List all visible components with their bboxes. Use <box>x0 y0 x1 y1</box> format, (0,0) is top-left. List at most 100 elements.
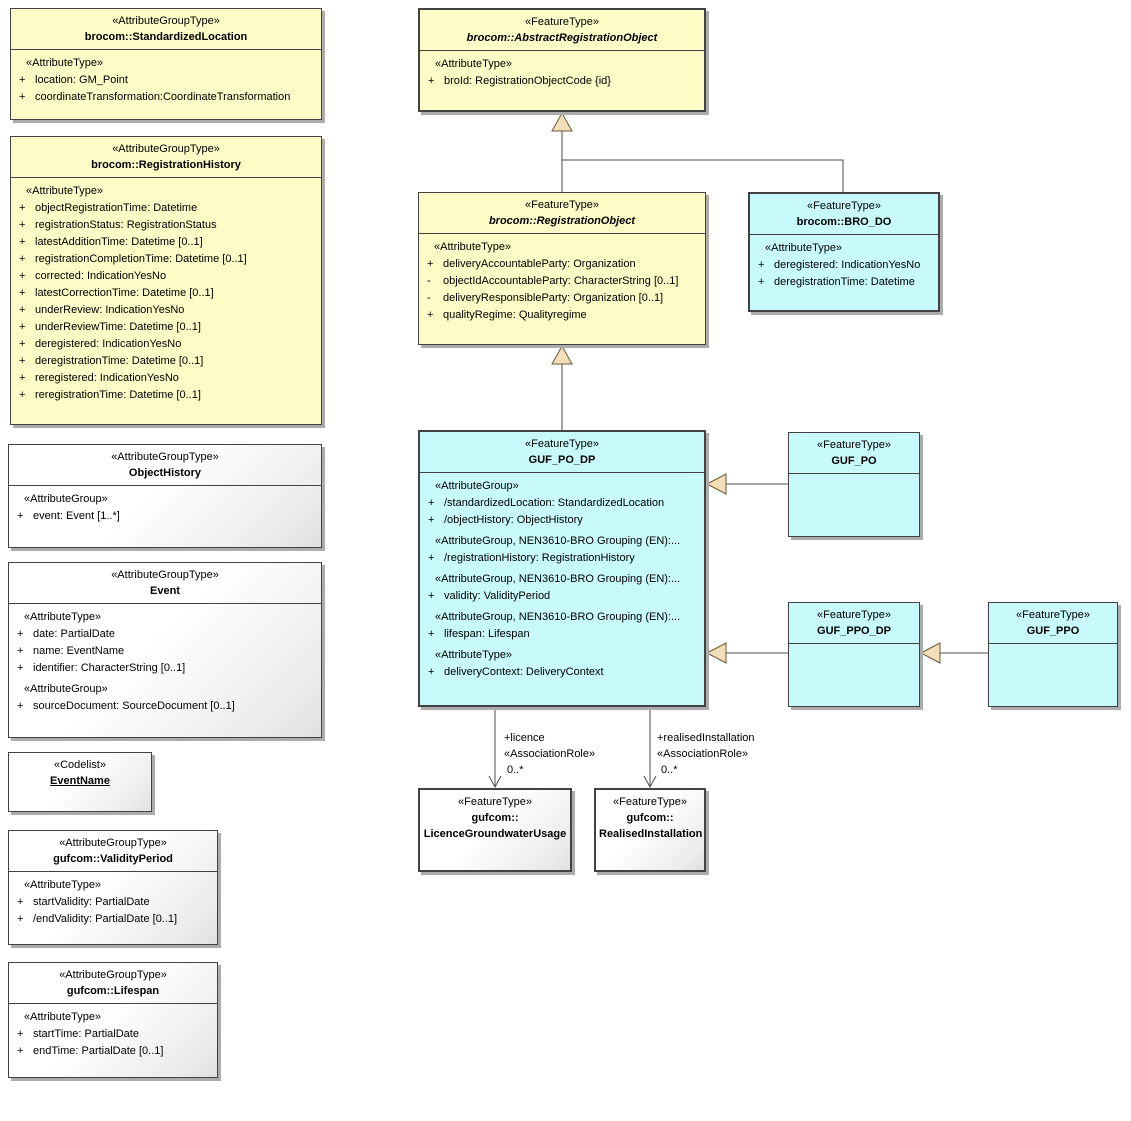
visibility-marker: + <box>19 91 26 103</box>
visibility-marker: + <box>17 662 24 674</box>
registration-object-class-box[interactable]: «FeatureType»brocom::RegistrationObject«… <box>418 192 706 345</box>
generalization-line-to-abstract-registration-object[interactable] <box>561 131 844 192</box>
attribute-row: -objectIdAccountableParty: CharacterStri… <box>422 273 702 290</box>
abstract-registration-object-class-box[interactable]: «FeatureType»brocom::AbstractRegistratio… <box>418 8 706 112</box>
stereotype-label: «FeatureType» <box>525 199 599 211</box>
attribute-text: location: GM_Point <box>35 74 128 86</box>
attribute-text: latestCorrectionTime: Datetime [0..1] <box>35 287 214 299</box>
guf-ppo-dp-class-box[interactable]: «FeatureType»GUF_PPO_DP <box>788 602 920 707</box>
attribute-text: objectIdAccountableParty: CharacterStrin… <box>443 275 679 287</box>
section-stereotype-label: «AttributeType» <box>435 58 513 70</box>
attribute-text: registrationStatus: RegistrationStatus <box>35 219 217 231</box>
attribute-row: +qualityRegime: Qualityregime <box>422 307 702 324</box>
guf-po-dp-class-box[interactable]: «FeatureType»GUF_PO_DP «AttributeGroup»+/… <box>418 430 706 707</box>
attribute-section: «AttributeType»+location: GM_Point+coord… <box>14 55 318 106</box>
attribute-text: deregistered: IndicationYesNo <box>774 259 921 271</box>
attribute-row: +corrected: IndicationYesNo <box>14 268 318 285</box>
attribute-row: + startValidity: PartialDate <box>12 894 214 911</box>
class-name: LicenceGroundwaterUsage <box>423 828 567 840</box>
visibility-marker: + <box>19 270 26 282</box>
attribute-section: «AttributeGroup»+event: Event [1..*] <box>12 491 318 525</box>
standardized-location-class-box[interactable]: «AttributeGroupType»brocom::Standardized… <box>10 8 322 120</box>
generalization-arrowhead-gufppodp <box>919 642 941 664</box>
section-stereotype-label: «AttributeType» <box>26 185 104 197</box>
attribute-row: +deregistrationTime: Datetime <box>753 274 935 291</box>
attribute-text: objectRegistrationTime: Datetime <box>35 202 198 214</box>
attribute-row: +deliveryContext: DeliveryContext <box>423 664 701 681</box>
class-header: «FeatureType»GUF_PPO <box>989 603 1117 644</box>
attribute-row: +objectRegistrationTime: Datetime <box>14 200 318 217</box>
class-name: GUF_PPO <box>1026 625 1080 637</box>
attribute-text: startValidity: PartialDate <box>33 896 150 908</box>
attribute-section: «AttributeType»+deliveryContext: Deliver… <box>423 647 701 681</box>
attribute-row: +underReview: IndicationYesNo <box>14 302 318 319</box>
registration-history-class-box[interactable]: «AttributeGroupType»brocom::Registration… <box>10 136 322 425</box>
attribute-row: +/endValidity: PartialDate [0..1] <box>12 911 214 928</box>
bro-do-class-box[interactable]: «FeatureType»brocom::BRO_DO«AttributeTyp… <box>748 192 940 312</box>
attributes-compartment: «AttributeType»+date: PartialDate+name: … <box>9 604 321 737</box>
attribute-section: «AttributeGroup, NEN3610-BRO Grouping (E… <box>423 571 701 605</box>
attribute-section: «AttributeType»+date: PartialDate+name: … <box>12 609 318 677</box>
visibility-marker: + <box>17 628 24 640</box>
attribute-text: endTime: PartialDate [0..1] <box>33 1045 164 1057</box>
attribute-row: +deliveryAccountableParty: Organization <box>422 256 702 273</box>
visibility-marker: - <box>427 292 431 304</box>
class-header: «FeatureType»GUF_PPO_DP <box>789 603 919 644</box>
lifespan-class-box[interactable]: «AttributeGroupType»gufcom::Lifespan«Att… <box>8 962 218 1078</box>
visibility-marker: + <box>17 1045 24 1057</box>
stereotype-label: «FeatureType» <box>817 439 891 451</box>
visibility-marker: + <box>758 259 765 271</box>
attribute-text: event: Event [1..*] <box>33 510 120 522</box>
attribute-row: + endTime: PartialDate [0..1] <box>12 1043 214 1060</box>
licence-groundwater-usage-class-box[interactable]: «FeatureType»gufcom::LicenceGroundwaterU… <box>418 788 572 872</box>
generalization-arrowhead-registration-object <box>551 344 573 365</box>
attribute-text: qualityRegime: Qualityregime <box>443 309 587 321</box>
section-stereotype-label: «AttributeType» <box>765 242 843 254</box>
object-history-class-box[interactable]: «AttributeGroupType»ObjectHistory«Attrib… <box>8 444 322 548</box>
licence-multiplicity-label: 0..* <box>507 764 524 776</box>
licence-stereotype-label: «AssociationRole» <box>504 748 596 760</box>
guf-ppo-class-box[interactable]: «FeatureType»GUF_PPO <box>988 602 1118 707</box>
guf-po-class-box[interactable]: «FeatureType»GUF_PO <box>788 432 920 537</box>
association-open-arrow-realised-installation <box>643 775 657 789</box>
attribute-text: underReviewTime: Datetime [0..1] <box>35 321 201 333</box>
visibility-marker: + <box>428 628 435 640</box>
class-name: gufcom:: <box>471 812 519 824</box>
attribute-row: +sourceDocument: SourceDocument [0..1] <box>12 698 318 715</box>
attributes-compartment: «AttributeType»+broId: RegistrationObjec… <box>420 51 704 110</box>
attribute-text: name: EventName <box>33 645 125 657</box>
attribute-row: +reregistered: IndicationYesNo <box>14 370 318 387</box>
visibility-marker: + <box>19 321 26 333</box>
attribute-section: «AttributeGroup, NEN3610-BRO Grouping (E… <box>423 609 701 643</box>
attributes-compartment: «AttributeType»+location: GM_Point+coord… <box>11 50 321 119</box>
attribute-text: /standardizedLocation: StandardizedLocat… <box>444 497 665 509</box>
validity-period-class-box[interactable]: «AttributeGroupType»gufcom::ValidityPeri… <box>8 830 218 945</box>
attribute-text: deregistered: IndicationYesNo <box>35 338 182 350</box>
class-header: «AttributeGroupType»Event <box>9 563 321 604</box>
attribute-section: «AttributeType»+deliveryAccountableParty… <box>422 239 702 324</box>
realised-installation-multiplicity-label: 0..* <box>661 764 678 776</box>
attribute-text: deliveryAccountableParty: Organization <box>443 258 636 270</box>
attribute-row: +startTime: PartialDate <box>12 1026 214 1043</box>
class-header: «FeatureType»GUF_PO_DP <box>420 432 704 473</box>
class-name: GUF_PPO_DP <box>817 625 891 637</box>
visibility-marker: + <box>17 510 24 522</box>
visibility-marker: + <box>19 372 26 384</box>
attribute-text: /objectHistory: ObjectHistory <box>444 514 583 526</box>
attribute-text: date: PartialDate <box>33 628 115 640</box>
attribute-row: + date: PartialDate <box>12 626 318 643</box>
attributes-compartment: «AttributeType»+ deregistered: Indication… <box>750 235 938 310</box>
attribute-text: validity: ValidityPeriod <box>444 590 551 602</box>
visibility-marker: + <box>17 896 24 908</box>
realised-installation-class-box[interactable]: «FeatureType»gufcom::RealisedInstallatio… <box>594 788 706 872</box>
class-header: «AttributeGroupType»ObjectHistory <box>9 445 321 486</box>
class-header: «AttributeGroupType»brocom::Standardized… <box>11 9 321 50</box>
event-class-box[interactable]: «AttributeGroupType»Event«AttributeType»… <box>8 562 322 738</box>
visibility-marker: + <box>17 645 24 657</box>
event-name-class-box[interactable]: «Codelist»EventName <box>8 752 152 812</box>
visibility-marker: + <box>17 913 24 925</box>
section-stereotype-label: «AttributeGroup, NEN3610-BRO Grouping (E… <box>435 573 681 585</box>
section-stereotype-label: «AttributeGroup, NEN3610-BRO Grouping (E… <box>435 535 681 547</box>
attribute-section: «AttributeGroup»+/standardizedLocation: … <box>423 478 701 529</box>
attribute-section: «AttributeType»+ deregistered: Indication… <box>753 240 935 291</box>
